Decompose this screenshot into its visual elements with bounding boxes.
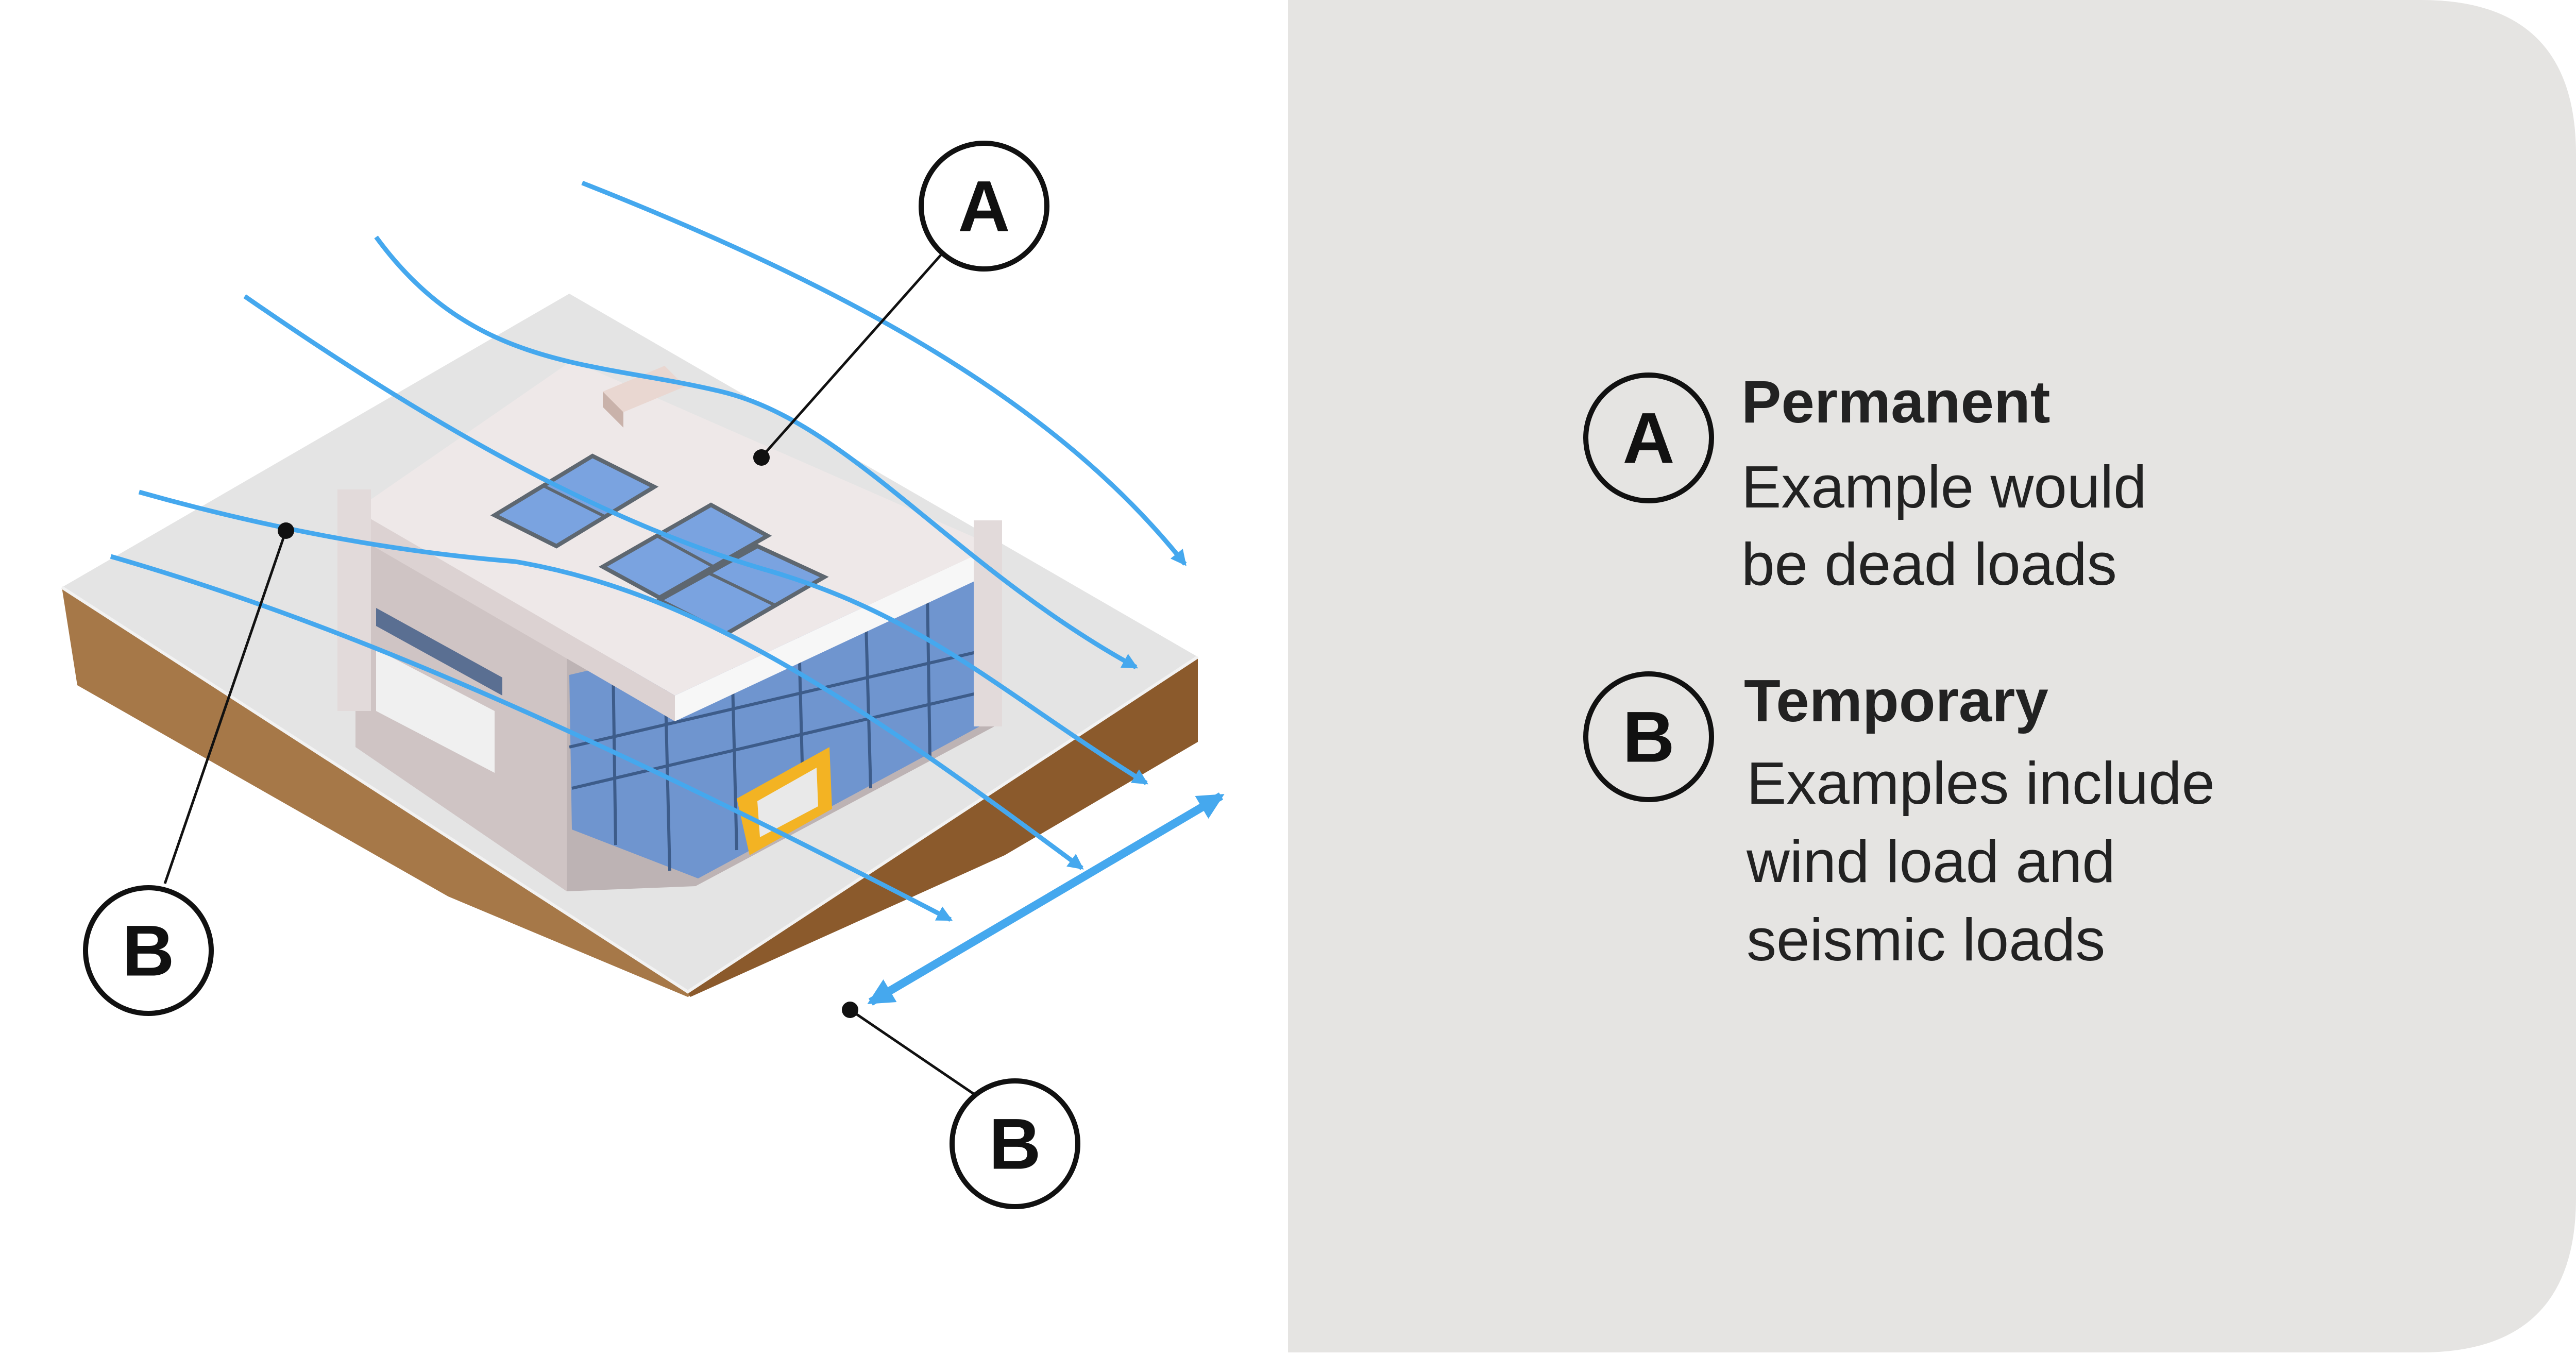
legend: A Permanent Example would be dead loads … — [1583, 368, 2215, 973]
wind-line — [374, 235, 1139, 669]
callout-b-left-label: B — [122, 910, 174, 991]
legend-panel — [1288, 0, 2576, 1352]
seismic-load-arrow — [867, 792, 1225, 1006]
leader-lines — [163, 249, 980, 1099]
callout-b-bottom-label: B — [989, 1104, 1041, 1184]
legend-desc-line: Example would — [1741, 453, 2147, 520]
wind-flow-lines — [110, 180, 1187, 922]
legend-desc-line: seismic loads — [1747, 906, 2105, 973]
legend-marker-a: A — [1622, 398, 1674, 479]
callout-b-left: B — [83, 885, 214, 1016]
wind-line — [138, 489, 1084, 870]
callout-a: A — [919, 141, 1049, 272]
leader-dots — [278, 449, 858, 1018]
legend-desc-line: be dead loads — [1741, 531, 2117, 598]
building-illustration — [61, 294, 1199, 997]
callout-b-bottom: B — [950, 1078, 1080, 1209]
legend-item-permanent: A Permanent Example would be dead loads — [1583, 368, 2147, 598]
wind-line — [110, 554, 953, 922]
soil-slab — [62, 587, 1198, 997]
legend-title-permanent: Permanent — [1741, 368, 2050, 435]
legend-title-temporary: Temporary — [1744, 667, 2048, 734]
legend-desc-line: Examples include — [1747, 750, 2215, 817]
wind-line — [581, 180, 1187, 566]
legend-marker-b: B — [1622, 697, 1674, 777]
wind-line — [243, 294, 1148, 785]
callout-a-label: A — [958, 166, 1010, 247]
legend-desc-line: wind load and — [1746, 828, 2115, 895]
legend-item-temporary: B Temporary Examples include wind load a… — [1583, 667, 2215, 973]
